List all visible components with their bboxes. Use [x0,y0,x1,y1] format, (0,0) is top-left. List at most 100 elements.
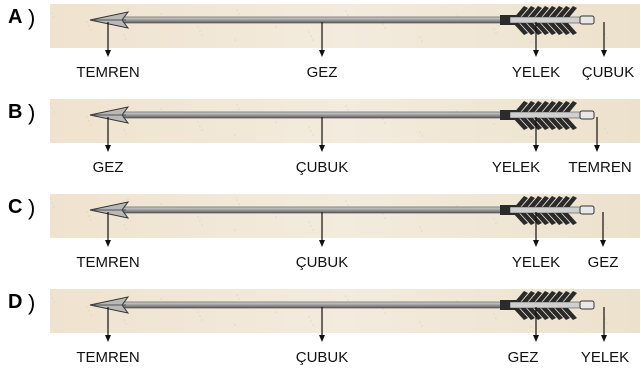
texture-dot [160,298,162,300]
texture-dot [308,31,310,33]
feather-top [547,196,563,210]
feather-top [554,101,570,115]
feather-bottom [519,117,535,130]
label-shaft: ÇUBUK [295,159,349,176]
feather-top [533,101,549,115]
texture-dot [456,205,458,207]
texture-dot [236,199,238,201]
texture-dot [382,213,384,215]
texture-dot [421,325,423,327]
texture-dot [127,103,129,105]
label-fletching: YELEK [511,64,561,81]
feather-top [540,196,556,210]
feather-top [519,291,535,305]
texture-dot [123,224,125,226]
label-tip: TEMREN [76,349,140,366]
feather-bottom [533,212,549,225]
texture-dot [234,134,236,136]
feather-top [512,291,528,305]
option-b: B ) GEZ ÇUBUK YELEK TEMREN [0,95,641,190]
feather-bottom [526,212,542,225]
texture-dot [123,129,125,131]
feather-bottom [533,117,549,130]
feather-top [533,196,549,210]
nock [579,110,595,120]
fletching-shaft [509,16,581,24]
texture-dot [421,230,423,232]
feather-top [519,196,535,210]
option-paren: ) [28,100,36,125]
texture-dot [456,110,458,112]
feather-bottom [554,22,570,35]
texture-dot [50,293,51,295]
label-fletching: GEZ [507,349,539,366]
feather-top [554,6,570,20]
shaft [119,16,521,24]
texture-dot [199,125,201,127]
texture-dot [197,216,199,218]
texture-dot [88,310,90,312]
texture-dot [275,311,277,313]
binding [500,110,518,120]
feather-bottom [526,22,542,35]
feather-bottom [561,117,577,130]
label-nock: ÇUBUK [581,64,635,81]
nock [579,205,595,215]
texture-dot [495,127,497,129]
texture-dot [201,129,203,131]
texture-dot [347,109,349,111]
feather-bottom [561,307,577,320]
texture-dot [530,326,532,328]
feather-top [526,291,542,305]
option-a: A ) TEMREN GEZ YELEK ÇUBUK [0,0,641,95]
option-d: D ) TEMREN ÇUBUK GEZ YELEK [0,285,641,380]
texture-dot [197,121,199,123]
texture-dot [160,108,162,110]
texture-dot [419,226,421,228]
texture-dot [123,319,125,321]
feather-bottom [519,307,535,320]
texture-dot [51,297,53,299]
feather-top [554,291,570,305]
feather-bottom [561,22,577,35]
texture-dot [456,300,458,302]
texture-dot [493,28,495,30]
texture-dot [88,215,90,217]
feather-bottom [526,307,542,320]
texture-dot [90,29,92,31]
feather-top [512,196,528,210]
feather-top [547,291,563,305]
texture-dot [123,34,125,36]
feather-top [533,6,549,20]
feather-bottom [512,22,528,35]
texture-dot [236,294,238,296]
option-paren: ) [28,290,36,315]
texture-dot [310,225,312,227]
texture-dot [127,8,129,10]
feather-bottom [512,212,528,225]
texture-dot [53,111,55,113]
feather-top [512,6,528,20]
texture-dot [606,132,608,134]
texture-dot [86,21,88,23]
option-letter: B [8,101,23,123]
feather-bottom [540,212,556,225]
texture-dot [345,10,347,12]
feather-bottom [554,212,570,225]
label-shaft: ÇUBUK [295,254,349,271]
texture-dot [421,135,423,137]
texture-dot [234,39,236,41]
texture-dot [604,128,606,130]
texture-dot [495,32,497,34]
texture-dot [604,223,606,225]
feather-top [554,196,570,210]
texture-dot [308,126,310,128]
texture-dot [201,224,203,226]
option-c: C ) TEMREN ÇUBUK YELEK GEZ [0,190,641,285]
shaft [119,301,521,309]
option-letter: A [8,6,23,28]
nock [579,300,595,310]
texture-dot [604,33,606,35]
label-tip: TEMREN [76,254,140,271]
fletching [512,101,577,130]
